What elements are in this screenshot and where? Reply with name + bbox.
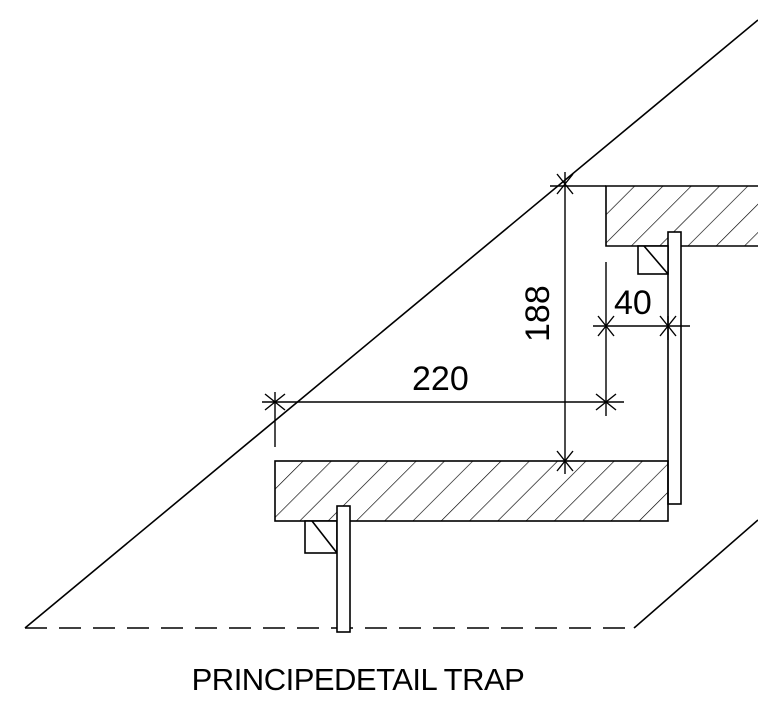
lower-support-block (304, 520, 338, 554)
stair-pitch-line-lower (633, 519, 758, 629)
stair-pitch-line-upper (24, 19, 758, 629)
upper-tread (605, 185, 758, 247)
dimension-rise-label: 188 (519, 285, 557, 342)
upper-support-block (637, 245, 669, 275)
dimension-riser-thickness (593, 262, 690, 340)
dimension-riser-thickness-label: 40 (614, 284, 652, 322)
drawing-caption: PRINCIPEDETAIL TRAP (191, 662, 525, 697)
lower-tread (274, 460, 669, 522)
lower-riser-board (336, 505, 351, 633)
upper-riser-board (667, 231, 682, 505)
dimension-going (262, 328, 624, 447)
dimension-going-label: 220 (412, 360, 469, 398)
dimension-rise (550, 172, 606, 474)
